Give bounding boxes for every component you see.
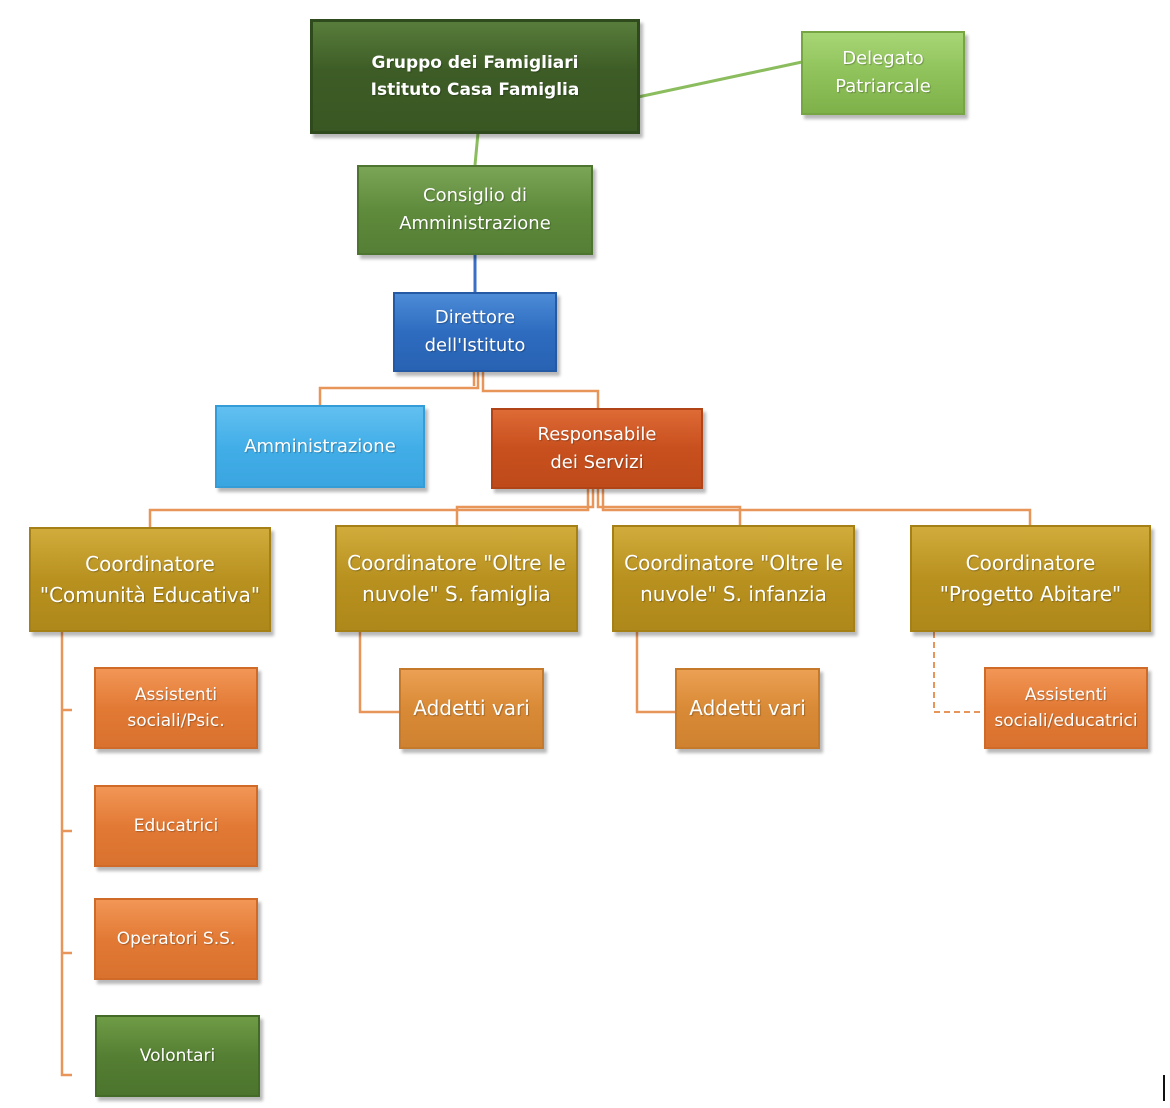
node-educatrici: Educatrici: [94, 785, 258, 867]
connector-gruppo-delegato: [637, 60, 803, 99]
connector-infanzia-addetti: [635, 632, 676, 714]
node-assistenti-sociali-educatrici-label: Assistenti sociali/educatrici: [994, 684, 1138, 731]
node-responsabile-servizi: Responsabile dei Servizi: [491, 408, 703, 489]
node-coordinatore-comunita-educativa: Coordinatore "Comunità Educativa": [29, 527, 271, 632]
node-delegato-patriarcale-label: Delegato Patriarcale: [835, 48, 931, 97]
node-consiglio-amministrazione-label: Consiglio di Amministrazione: [399, 185, 551, 234]
node-direttore-istituto: Direttore dell'Istituto: [393, 292, 557, 372]
node-operatori-ss-label: Operatori S.S.: [116, 928, 236, 949]
connector-comunita-children: [60, 632, 72, 1077]
node-responsabile-servizi-label: Responsabile dei Servizi: [537, 423, 657, 473]
node-assistenti-sociali-educatrici: Assistenti sociali/educatrici: [984, 667, 1148, 749]
node-gruppo-famigliari: Gruppo dei Famigliari Istituto Casa Fami…: [310, 19, 640, 134]
node-addetti-vari-famiglia-label: Addetti vari: [413, 696, 530, 720]
connector-abitare-assistenti: [933, 632, 985, 713]
node-amministrazione: Amministrazione: [215, 405, 425, 488]
node-addetti-vari-infanzia-label: Addetti vari: [689, 696, 806, 720]
connector-gruppo-consiglio: [473, 132, 480, 166]
node-volontari-label: Volontari: [139, 1045, 216, 1066]
node-coordinatore-oltre-nuvole-infanzia: Coordinatore "Oltre le nuvole" S. infanz…: [612, 525, 855, 632]
connector-responsabile-children: [148, 489, 1032, 527]
node-coordinatore-oltre-nuvole-infanzia-label: Coordinatore "Oltre le nuvole" S. infanz…: [624, 550, 843, 606]
node-volontari: Volontari: [95, 1015, 260, 1097]
node-gruppo-famigliari-label: Gruppo dei Famigliari Istituto Casa Fami…: [370, 53, 580, 100]
node-coordinatore-comunita-educativa-label: Coordinatore "Comunità Educativa": [39, 551, 261, 607]
node-assistenti-sociali-psic-label: Assistenti sociali/Psic.: [127, 684, 225, 731]
text-cursor-mark: [1163, 1075, 1165, 1101]
node-addetti-vari-famiglia: Addetti vari: [399, 668, 544, 749]
node-coordinatore-oltre-nuvole-famiglia-label: Coordinatore "Oltre le nuvole" S. famigl…: [347, 550, 566, 606]
node-consiglio-amministrazione: Consiglio di Amministrazione: [357, 165, 593, 255]
node-assistenti-sociali-psic: Assistenti sociali/Psic.: [94, 667, 258, 749]
node-operatori-ss: Operatori S.S.: [94, 898, 258, 980]
node-coordinatore-progetto-abitare: Coordinatore "Progetto Abitare": [910, 525, 1151, 632]
node-delegato-patriarcale: Delegato Patriarcale: [801, 31, 965, 115]
node-educatrici-label: Educatrici: [133, 815, 219, 836]
connector-famiglia-addetti: [358, 632, 400, 714]
node-addetti-vari-infanzia: Addetti vari: [675, 668, 820, 749]
node-direttore-istituto-label: Direttore dell'Istituto: [424, 307, 526, 356]
node-coordinatore-oltre-nuvole-famiglia: Coordinatore "Oltre le nuvole" S. famigl…: [335, 525, 578, 632]
connector-direttore-children: [318, 371, 600, 408]
node-coordinatore-progetto-abitare-label: Coordinatore "Progetto Abitare": [939, 550, 1122, 606]
node-amministrazione-label: Amministrazione: [244, 435, 396, 457]
